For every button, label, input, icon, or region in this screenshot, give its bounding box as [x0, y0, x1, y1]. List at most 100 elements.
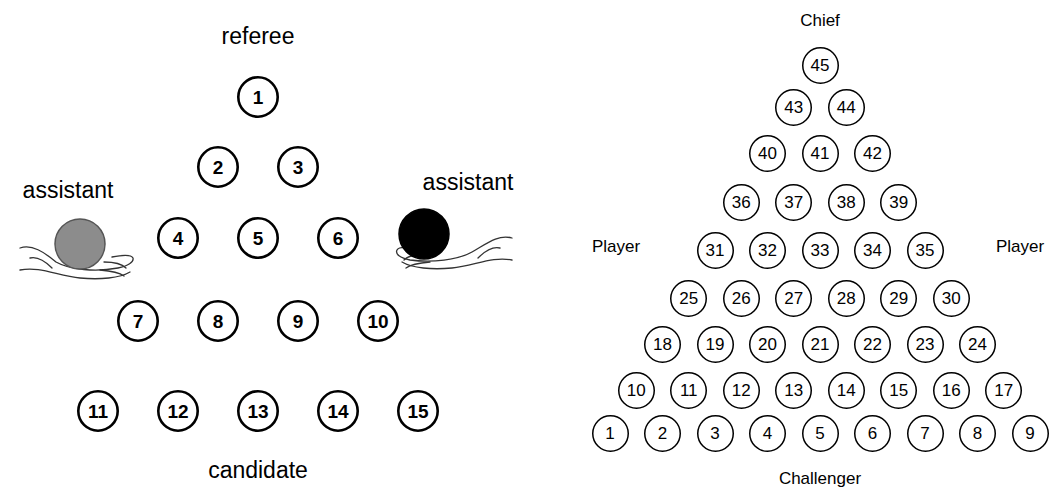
circle-outline-shape [881, 372, 917, 408]
number-text: 8 [213, 312, 224, 331]
number-circle: 2 [197, 146, 239, 188]
number-circle: 6 [854, 415, 891, 452]
circle-outline-shape [158, 391, 197, 430]
number-text: 3 [293, 158, 304, 177]
number-text: 4 [173, 229, 184, 248]
number-text: 25 [679, 290, 698, 307]
circle-outline-shape [238, 218, 277, 257]
circle-outline-shape [855, 326, 891, 362]
number-circle: 12 [723, 372, 760, 409]
finger-line [100, 270, 124, 276]
number-circle: 23 [907, 326, 944, 363]
number-circle: 9 [1012, 415, 1049, 452]
circle-outline-shape [697, 415, 733, 451]
number-text: 1 [253, 88, 264, 107]
circle-outline-shape [645, 415, 681, 451]
number-circle: 43 [775, 89, 812, 126]
circle-outline-shape [829, 184, 865, 220]
finger-line [30, 258, 52, 268]
circle-outline-shape [934, 372, 970, 408]
number-circle: 20 [749, 326, 786, 363]
number-text: 30 [942, 290, 961, 307]
circle-outline-shape [358, 301, 397, 340]
number-text: 23 [916, 336, 935, 353]
number-text: 39 [889, 194, 908, 211]
number-circle: 35 [907, 232, 944, 269]
number-circle: 10 [357, 300, 399, 342]
circle-outline-shape [278, 147, 317, 186]
number-text: 5 [815, 425, 824, 442]
number-text: 11 [88, 402, 108, 421]
number-text: 29 [889, 290, 908, 307]
circle-outline-shape [776, 89, 812, 125]
number-text: 15 [407, 402, 428, 421]
number-circle: 45 [802, 47, 839, 84]
number-text: 8 [973, 425, 982, 442]
number-text: 27 [784, 290, 803, 307]
number-text: 2 [213, 158, 224, 177]
number-circle: 27 [775, 280, 812, 317]
role-label: Player [996, 238, 1044, 255]
circle-outline-shape [829, 89, 865, 125]
number-text: 40 [758, 145, 777, 162]
number-text: 36 [732, 194, 751, 211]
number-text: 26 [732, 290, 751, 307]
circle-outline-shape [724, 280, 760, 316]
number-circle: 14 [317, 390, 359, 432]
number-circle: 13 [775, 372, 812, 409]
number-circle: 44 [828, 89, 865, 126]
finger-line [478, 248, 500, 258]
circle-outline-shape [934, 280, 970, 316]
number-circle: 7 [117, 300, 159, 342]
number-circle: 28 [828, 280, 865, 317]
role-label: assistant [23, 179, 114, 202]
number-text: 5 [253, 229, 264, 248]
number-circle: 8 [197, 300, 239, 342]
circle-outline-shape [198, 147, 237, 186]
number-text: 12 [167, 402, 188, 421]
number-circle: 26 [723, 280, 760, 317]
number-text: 2 [658, 425, 667, 442]
circle-outline-shape [829, 280, 865, 316]
role-label: Player [592, 238, 640, 255]
hand-outline [20, 269, 130, 279]
circle-outline-shape [907, 415, 943, 451]
number-circle: 5 [237, 217, 279, 259]
number-text: 13 [247, 402, 268, 421]
number-circle: 2 [644, 415, 681, 452]
circle-outline-shape [802, 415, 838, 451]
role-label: candidate [208, 459, 308, 482]
circle-outline-shape [118, 301, 157, 340]
number-text: 12 [732, 382, 751, 399]
circle-outline-shape [776, 372, 812, 408]
number-circle: 1 [592, 415, 629, 452]
number-circle: 30 [933, 280, 970, 317]
circle-outline-shape [776, 280, 812, 316]
circle-outline-shape [829, 372, 865, 408]
number-text: 14 [837, 382, 856, 399]
circle-outline-shape [724, 184, 760, 220]
circle-outline-shape [776, 184, 812, 220]
number-text: 38 [837, 194, 856, 211]
number-circle: 39 [880, 184, 917, 221]
number-text: 34 [863, 242, 882, 259]
number-circle: 42 [854, 135, 891, 172]
circle-outline-shape [750, 415, 786, 451]
circle-outline-shape [881, 184, 917, 220]
circle-outline-shape [750, 232, 786, 268]
number-circle: 1 [237, 76, 279, 118]
number-text: 45 [811, 57, 830, 74]
number-circle: 11 [670, 372, 707, 409]
number-text: 16 [942, 382, 961, 399]
number-circle: 11 [77, 390, 119, 432]
number-text: 4 [763, 425, 772, 442]
circle-outline-shape [802, 135, 838, 171]
number-text: 28 [837, 290, 856, 307]
number-text: 32 [758, 242, 777, 259]
circle-outline-shape [1012, 415, 1048, 451]
number-circle: 4 [157, 217, 199, 259]
number-text: 10 [367, 312, 388, 331]
number-circle: 22 [854, 326, 891, 363]
number-text: 43 [784, 99, 803, 116]
